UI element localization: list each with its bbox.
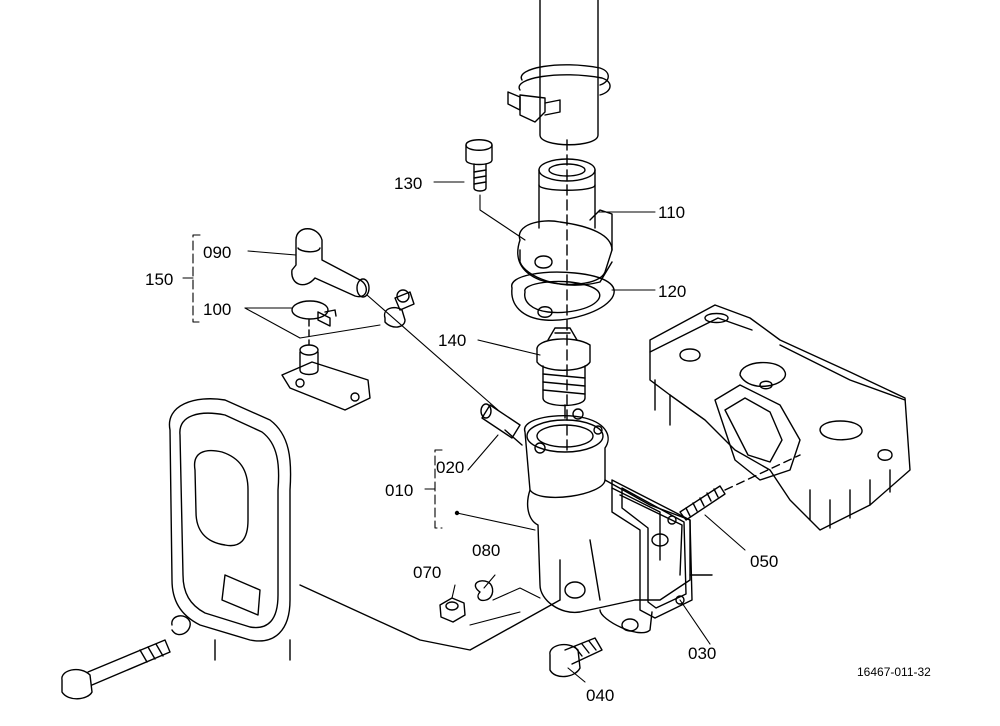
bypass-hose-090	[291, 228, 370, 298]
engine-block	[649, 304, 911, 531]
thermostat-140	[536, 327, 591, 420]
leader-lines	[244, 181, 746, 683]
label-030: 030	[688, 644, 716, 663]
label-140: 140	[438, 331, 466, 350]
label-070: 070	[413, 563, 441, 582]
water-flange-010	[524, 415, 691, 634]
label-110: 110	[658, 203, 685, 222]
label-150: 150	[145, 270, 173, 289]
bypass-pipe-plate	[281, 344, 371, 411]
label-040: 040	[586, 686, 614, 705]
label-010: 010	[385, 481, 413, 500]
gasket-030	[611, 479, 713, 619]
dot-010	[454, 510, 460, 516]
bracket-150	[182, 234, 201, 323]
front-housing	[168, 398, 561, 661]
washer-080	[474, 580, 494, 602]
label-130: 130	[394, 174, 422, 193]
pipe-020	[480, 403, 523, 446]
bolt-130	[465, 139, 493, 192]
label-080: 080	[472, 541, 500, 560]
label-090: 090	[203, 243, 231, 262]
hose-clamp-100-right	[383, 289, 415, 328]
figure-code: 16467-011-32	[857, 665, 931, 679]
label-020: 020	[436, 458, 464, 477]
upper-radiator-hose	[507, 0, 611, 146]
stud-050	[679, 454, 801, 521]
long-bolt	[61, 615, 191, 700]
label-120: 120	[658, 282, 686, 301]
label-050: 050	[750, 552, 778, 571]
bolt-040	[549, 637, 603, 678]
gasket-120	[511, 271, 615, 321]
label-100: 100	[203, 300, 231, 319]
bracket-010	[424, 449, 443, 529]
nut-070	[439, 597, 466, 623]
hose-clamp-100-left	[291, 300, 337, 327]
thermostat-cover-110	[517, 158, 613, 286]
